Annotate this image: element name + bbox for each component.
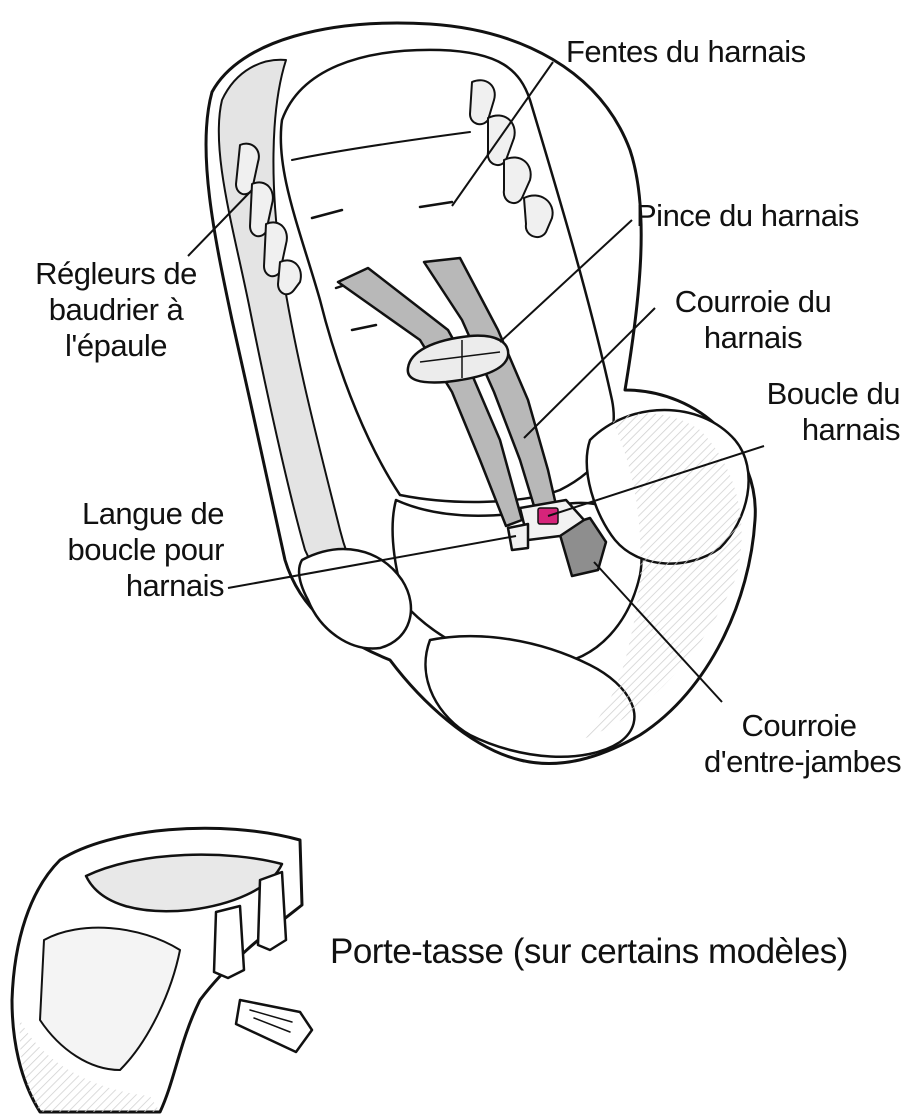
label-shoulder-adjusters: Régleurs de baudrier à l'épaule (26, 256, 206, 364)
label-harness-strap: Courroie du harnais (668, 284, 838, 356)
cup-holder-clip-lower (214, 906, 244, 978)
label-buckle-tongue: Langue de boucle pour harnais (54, 496, 224, 604)
label-harness-clip: Pince du harnais (636, 198, 859, 234)
label-harness-buckle: Boucle du harnais (730, 376, 900, 448)
cup-holder-clip-upper (258, 872, 286, 950)
label-cup-holder: Porte-tasse (sur certains modèles) (330, 932, 848, 972)
label-harness-slots: Fentes du harnais (566, 34, 806, 70)
cup-holder (12, 828, 312, 1112)
label-crotch-strap: Courroie d'entre-jambes (704, 708, 894, 780)
